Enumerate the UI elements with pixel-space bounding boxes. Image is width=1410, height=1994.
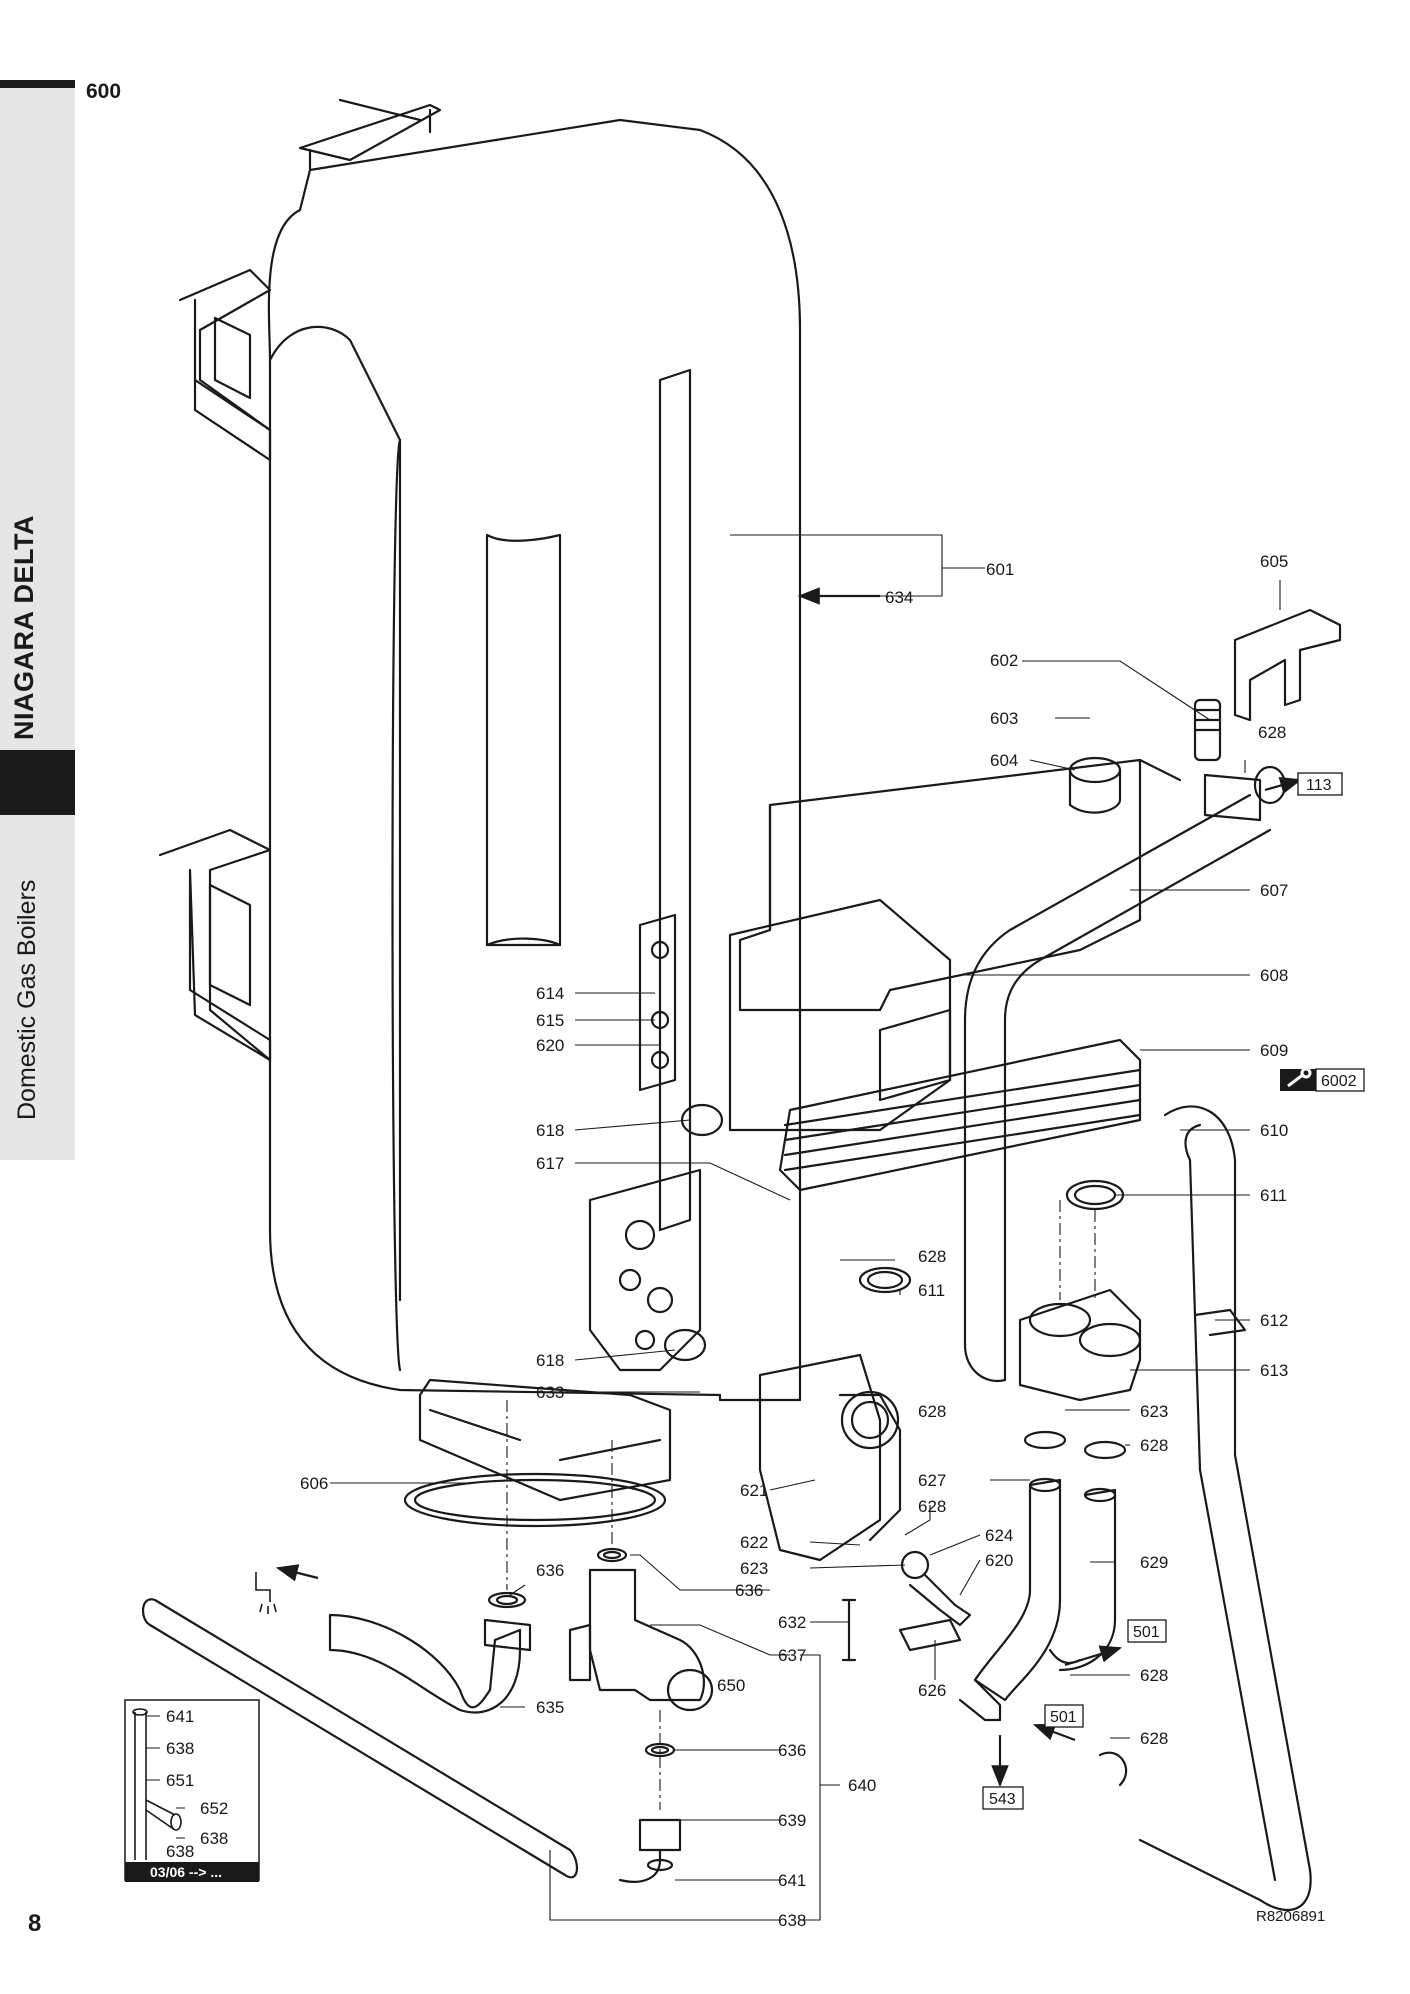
part-label-629: 629 xyxy=(1140,1553,1168,1572)
part-label-628: 628 xyxy=(1258,723,1286,742)
inset-label-638: 638 xyxy=(166,1842,194,1861)
part-label-605: 605 xyxy=(1260,552,1288,571)
ref-box-543: 543 xyxy=(989,1791,1016,1808)
part-label-603: 603 xyxy=(990,709,1018,728)
ref-box-501: 501 xyxy=(1050,1709,1077,1726)
part-label-628: 628 xyxy=(1140,1436,1168,1455)
inset-label-651: 651 xyxy=(166,1771,194,1790)
part-label-606: 606 xyxy=(300,1474,328,1493)
inset-label-638: 638 xyxy=(200,1829,228,1848)
part-label-632: 632 xyxy=(778,1613,806,1632)
drain-valve-icon xyxy=(255,1572,277,1614)
sidebar-band xyxy=(0,80,75,1160)
part-label-636: 636 xyxy=(735,1581,763,1600)
part-label-650: 650 xyxy=(717,1676,745,1695)
part-label-618: 618 xyxy=(536,1351,564,1370)
drawing-reference: R8206891 xyxy=(1256,1908,1326,1925)
part-label-608: 608 xyxy=(1260,966,1288,985)
part-label-634: 634 xyxy=(885,588,913,607)
part-label-617: 617 xyxy=(536,1154,564,1173)
part-label-628: 628 xyxy=(918,1247,946,1266)
ref-box-501: 501 xyxy=(1133,1624,1160,1641)
part-label-612: 612 xyxy=(1260,1311,1288,1330)
inset-label-652: 652 xyxy=(200,1799,228,1818)
section-number: 600 xyxy=(86,80,122,103)
part-label-611: 611 xyxy=(1260,1186,1287,1205)
part-label-618: 618 xyxy=(536,1121,564,1140)
part-label-602: 602 xyxy=(990,651,1018,670)
part-label-636: 636 xyxy=(536,1561,564,1580)
part-label-614: 614 xyxy=(536,984,564,1003)
part-label-611: 611 xyxy=(918,1281,945,1300)
ref-box-6002: 6002 xyxy=(1321,1073,1357,1090)
part-label-623: 623 xyxy=(1140,1402,1168,1421)
part-label-641: 641 xyxy=(778,1871,806,1890)
wrench-icon xyxy=(1287,1067,1312,1088)
inset-date-range: 03/06 --> ... xyxy=(150,1864,222,1880)
inset-label-638: 638 xyxy=(166,1739,194,1758)
part-label-613: 613 xyxy=(1260,1361,1288,1380)
part-label-628: 628 xyxy=(918,1497,946,1516)
part-label-638: 638 xyxy=(778,1911,806,1930)
part-label-607: 607 xyxy=(1260,881,1288,900)
inset-label-641: 641 xyxy=(166,1707,194,1726)
part-label-628: 628 xyxy=(1140,1729,1168,1748)
part-label-615: 615 xyxy=(536,1011,564,1030)
part-label-623: 623 xyxy=(740,1559,768,1578)
cylinder-shell xyxy=(267,118,802,1402)
part-label-635: 635 xyxy=(536,1698,564,1717)
part-label-628: 628 xyxy=(918,1402,946,1421)
part-label-628: 628 xyxy=(1140,1666,1168,1685)
part-label-637: 637 xyxy=(778,1646,806,1665)
sidebar-top-rule xyxy=(0,80,75,88)
part-label-640: 640 xyxy=(848,1776,876,1795)
inset-detail: 641 638 651 652 638 638 03/06 --> ... xyxy=(124,1699,260,1882)
part-label-627: 627 xyxy=(918,1471,946,1490)
part-label-633: 633 xyxy=(536,1383,564,1402)
part-label-620: 620 xyxy=(985,1551,1013,1570)
part-label-624: 624 xyxy=(985,1526,1013,1545)
part-label-620: 620 xyxy=(536,1036,564,1055)
part-label-604: 604 xyxy=(990,751,1018,770)
part-label-601: 601 xyxy=(986,560,1014,579)
part-label-639: 639 xyxy=(778,1811,806,1830)
part-label-609: 609 xyxy=(1260,1041,1288,1060)
part-label-622: 622 xyxy=(740,1533,768,1552)
page-number: 8 xyxy=(28,1910,42,1937)
part-label-621: 621 xyxy=(740,1481,768,1500)
sidebar-marker xyxy=(0,750,75,815)
ref-box-113: 113 xyxy=(1306,777,1332,794)
part-label-610: 610 xyxy=(1260,1121,1288,1140)
part-label-626: 626 xyxy=(918,1681,946,1700)
part-label-636: 636 xyxy=(778,1741,806,1760)
